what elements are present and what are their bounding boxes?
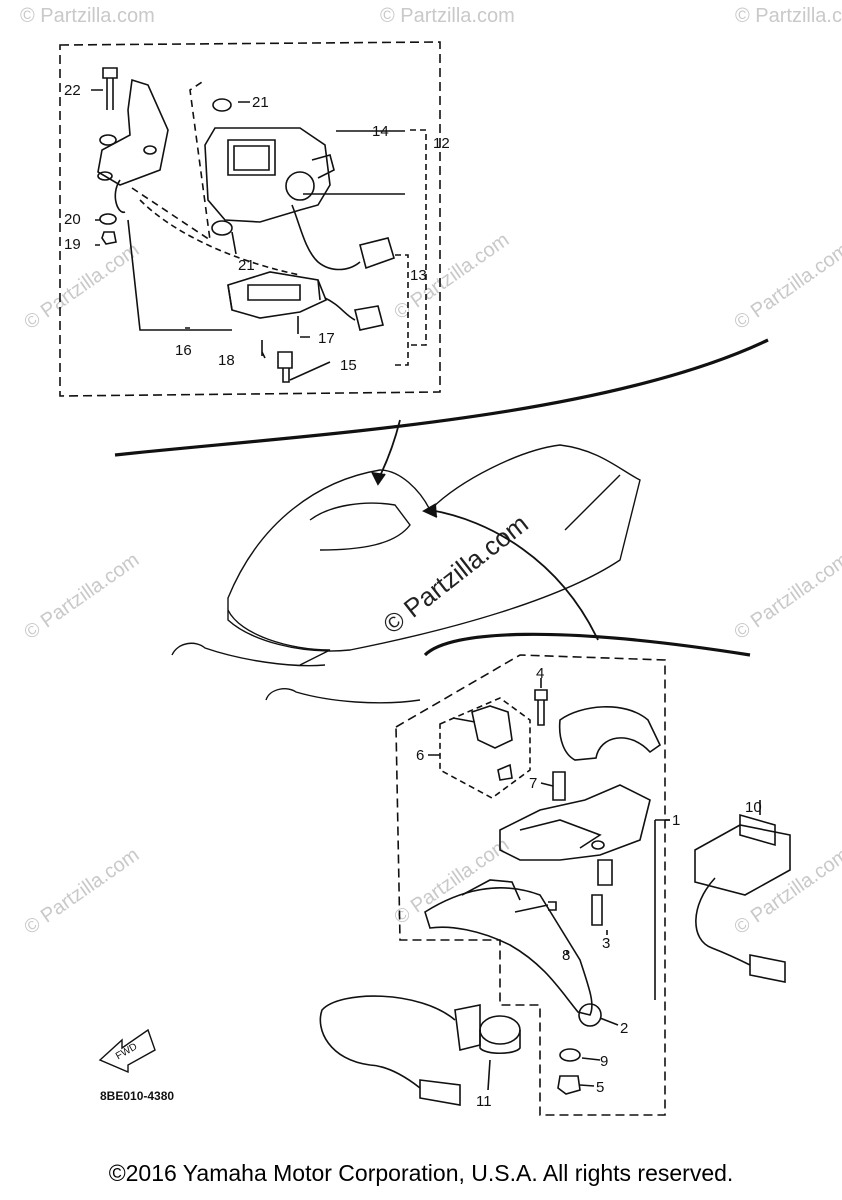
upper-assembly <box>59 41 441 397</box>
watermarks: © Partzilla.com © Partzilla.com © Partzi… <box>20 5 842 939</box>
callout-labels: 22 21 21 14 12 20 19 13 17 16 18 15 4 6 … <box>64 82 762 1110</box>
snowmobile-silhouette <box>171 444 641 704</box>
copyright-notice: ©2016 Yamaha Motor Corporation, U.S.A. A… <box>108 1160 734 1186</box>
watermark: © Partzilla.com <box>380 5 515 27</box>
callout-22: 22 <box>64 82 81 99</box>
callout-19: 19 <box>64 236 81 253</box>
callout-14: 14 <box>372 123 389 140</box>
watermark: © Partzilla.com <box>730 844 842 939</box>
part-code: 8BE010-4380 <box>100 1089 174 1103</box>
callout-18: 18 <box>218 352 235 369</box>
fwd-arrow-icon: FWD <box>98 1028 156 1074</box>
callout-8: 8 <box>562 947 570 964</box>
callout-16: 16 <box>175 342 192 359</box>
callout-10: 10 <box>745 799 762 816</box>
watermark: © Partzilla.com <box>20 5 155 27</box>
callout-2: 2 <box>620 1020 628 1037</box>
callout-5: 5 <box>596 1079 604 1096</box>
watermark: © Partzilla.com <box>730 239 842 334</box>
divider-lines <box>114 338 769 657</box>
watermark: © Partzilla.com <box>730 549 842 644</box>
callout-11: 11 <box>476 1093 492 1110</box>
callout-21-bottom: 21 <box>238 257 255 274</box>
callout-20: 20 <box>64 211 81 228</box>
pointer-arrows <box>371 419 599 641</box>
callout-6: 6 <box>416 747 424 764</box>
callout-4: 4 <box>536 665 544 682</box>
callout-21-top: 21 <box>252 94 269 111</box>
watermark: © Partzilla.com <box>20 844 143 939</box>
callout-17: 17 <box>318 330 335 347</box>
watermark: © Partzilla.com <box>20 239 143 334</box>
watermark: © Partzilla.com <box>735 5 842 27</box>
callout-7: 7 <box>529 775 537 792</box>
callout-3: 3 <box>602 935 610 952</box>
callout-9: 9 <box>600 1053 608 1070</box>
callout-1: 1 <box>672 812 680 829</box>
callout-13: 13 <box>410 267 427 284</box>
lower-assembly <box>319 654 791 1116</box>
callout-15: 15 <box>340 357 357 374</box>
watermark-center: © Partzilla.com <box>377 508 534 640</box>
watermark: © Partzilla.com <box>20 549 143 644</box>
watermark: © Partzilla.com <box>390 834 513 929</box>
callout-12: 12 <box>433 135 450 152</box>
